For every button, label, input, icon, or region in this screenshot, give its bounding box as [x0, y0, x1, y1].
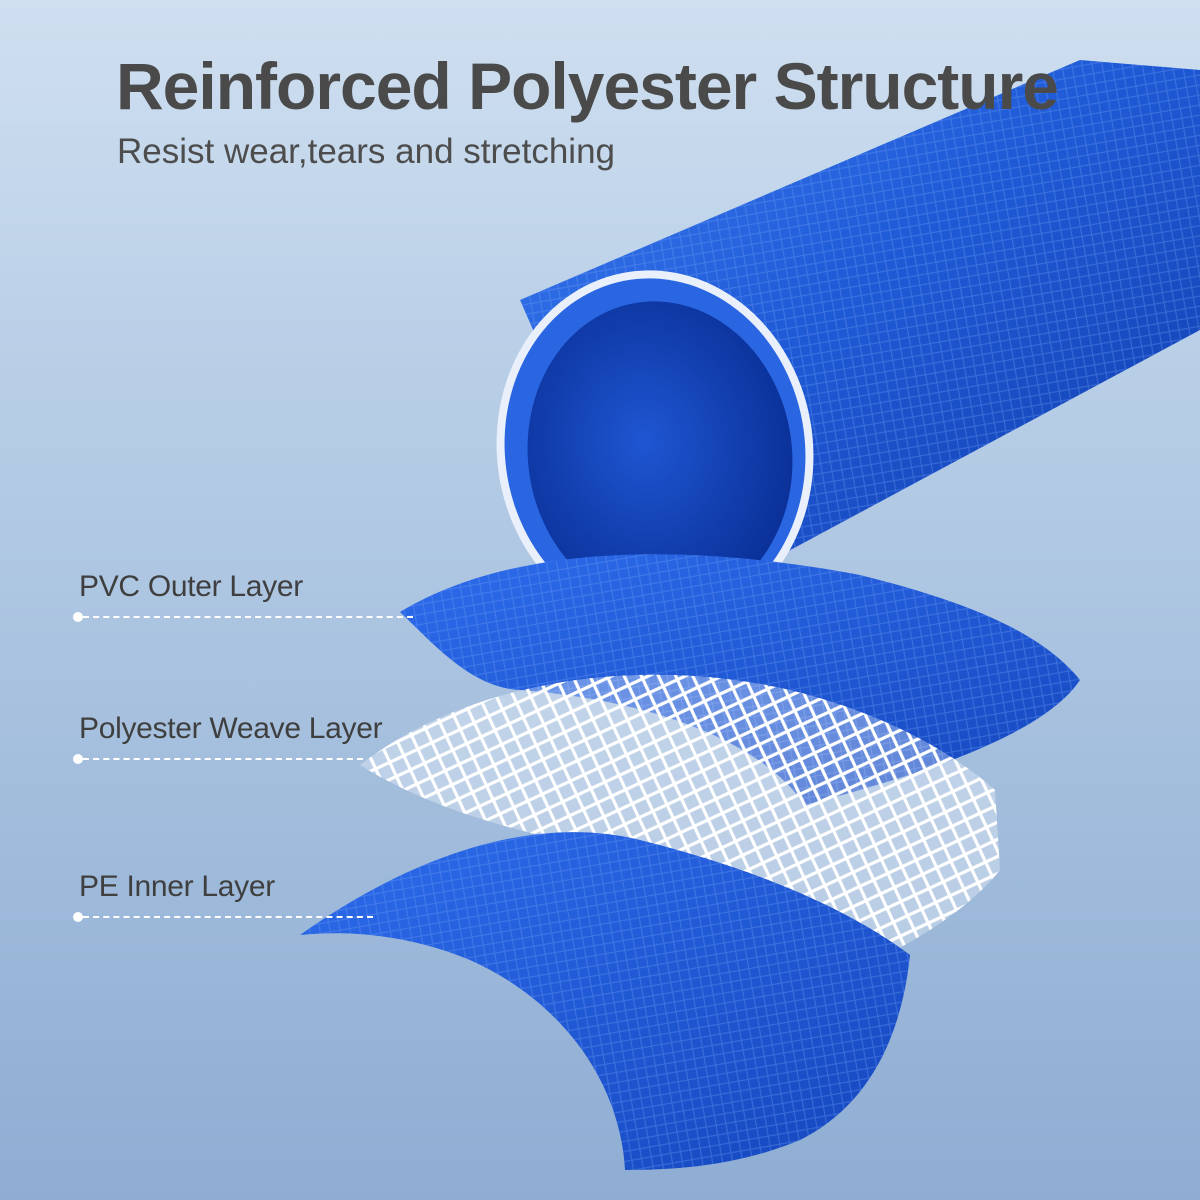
pe-inner-layer-leader [73, 911, 373, 923]
polyester-weave-layer-label: Polyester Weave Layer [79, 712, 383, 745]
polyester-weave-layer-leader [73, 753, 363, 765]
pvc-outer-layer-leader [73, 611, 413, 623]
page-title: Reinforced Polyester Structure [116, 49, 1059, 123]
page-subtitle: Resist wear,tears and stretching [117, 132, 616, 171]
pe-inner-layer-piece [300, 832, 910, 1170]
hose-tube-illustration [496, 60, 1200, 630]
leader-dot [73, 754, 83, 764]
pvc-outer-layer-label: PVC Outer Layer [79, 570, 303, 603]
pe-inner-layer-label: PE Inner Layer [79, 870, 275, 903]
leader-dash [83, 916, 373, 918]
leader-dot [73, 912, 83, 922]
leader-dot [73, 612, 83, 622]
leader-dash [83, 758, 363, 760]
leader-dash [83, 616, 413, 618]
